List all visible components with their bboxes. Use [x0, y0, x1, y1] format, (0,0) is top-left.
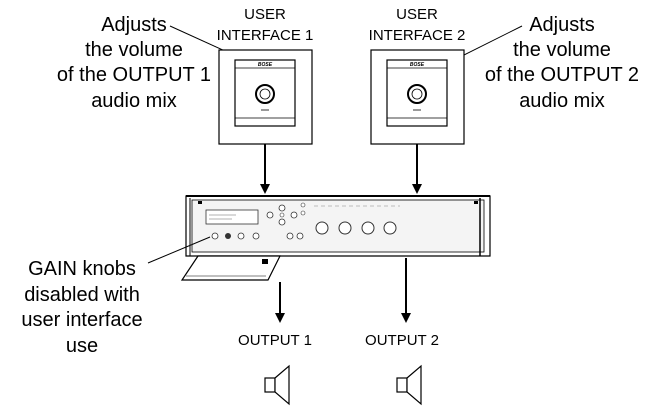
bose-logo: BOSE — [258, 62, 273, 68]
bose-logo: BOSE — [410, 62, 425, 68]
gain-knob-icon — [211, 232, 219, 240]
callout-output1-volume: Adjusts the volume of the OUTPUT 1 audio… — [57, 14, 211, 112]
callout-line-gain — [147, 236, 211, 264]
svg-text:use: use — [66, 335, 98, 357]
svg-text:of the OUTPUT 2: of the OUTPUT 2 — [485, 64, 639, 86]
amplifier-unit — [180, 195, 491, 281]
svg-text:disabled with: disabled with — [24, 284, 140, 306]
svg-text:audio mix: audio mix — [519, 90, 605, 112]
callout-gain-knobs: GAIN knobs disabled with user interface … — [21, 258, 142, 357]
svg-text:the volume: the volume — [85, 39, 183, 61]
svg-text:audio mix: audio mix — [91, 90, 177, 112]
output-1: OUTPUT 1 — [238, 332, 312, 406]
svg-text:USER: USER — [244, 6, 286, 23]
output-2: OUTPUT 2 — [365, 332, 439, 406]
svg-text:GAIN knobs: GAIN knobs — [28, 258, 136, 280]
callout-output2-volume: Adjusts the volume of the OUTPUT 2 audio… — [485, 14, 639, 112]
user-interface-2: USER INTERFACE 2 BOSE — [369, 6, 466, 145]
svg-text:USER: USER — [396, 6, 438, 23]
svg-text:Adjusts: Adjusts — [529, 14, 595, 36]
gain-knob-icon — [237, 232, 245, 240]
svg-text:user interface: user interface — [21, 309, 142, 331]
svg-text:the volume: the volume — [513, 39, 611, 61]
speaker-icon — [396, 364, 422, 406]
speaker-icon — [264, 364, 290, 406]
svg-text:INTERFACE 2: INTERFACE 2 — [369, 27, 466, 44]
gain-knob-icon — [225, 233, 231, 239]
svg-text:OUTPUT 1: OUTPUT 1 — [238, 332, 312, 349]
svg-text:INTERFACE 1: INTERFACE 1 — [217, 27, 314, 44]
svg-text:Adjusts: Adjusts — [101, 14, 167, 36]
user-interface-1: USER INTERFACE 1 BOSE — [217, 6, 314, 145]
svg-text:OUTPUT 2: OUTPUT 2 — [365, 332, 439, 349]
svg-text:of the OUTPUT 1: of the OUTPUT 1 — [57, 64, 211, 86]
gain-knob-icon — [252, 232, 260, 240]
